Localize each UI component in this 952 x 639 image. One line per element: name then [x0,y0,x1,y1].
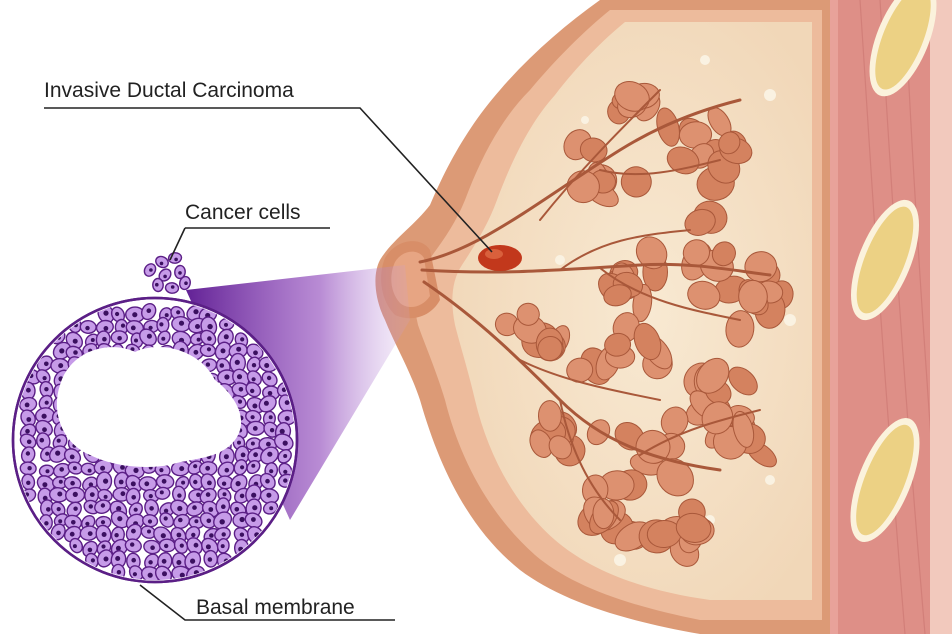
cell [80,320,96,333]
cell [139,477,156,491]
cell [165,282,179,294]
cell [154,254,170,269]
label-cancer-cells: Cancer cells [185,202,301,223]
tumor [478,245,522,271]
cancer-cell-cluster [142,252,191,294]
cell [168,252,182,264]
cell [157,317,169,332]
label-basal-membrane: Basal membrane [196,597,355,618]
cell [247,421,265,435]
label-invasive-ductal-carcinoma: Invasive Ductal Carcinoma [44,80,294,101]
cell [20,462,37,476]
leader-cancer-cells [170,228,330,260]
cell [142,262,158,279]
cell [153,278,164,291]
lobule-blob [592,498,614,529]
lobule-blob [538,400,562,431]
cell [111,331,127,344]
cell [204,550,218,567]
lobule-blob [738,280,768,314]
